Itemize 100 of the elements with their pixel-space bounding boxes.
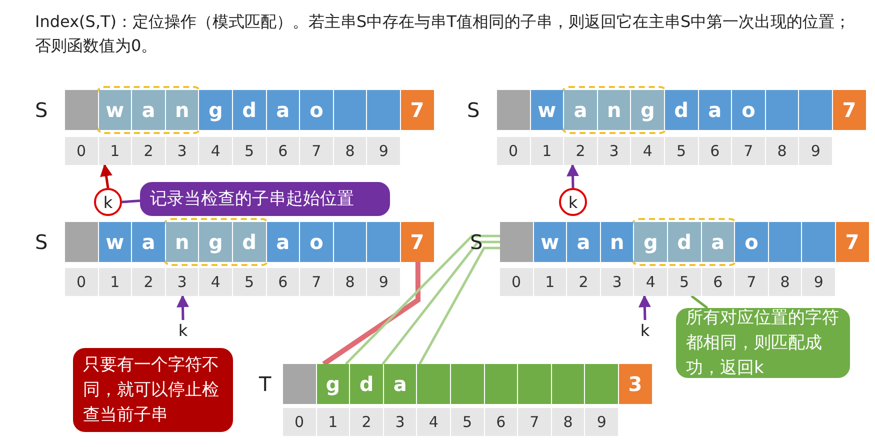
index-cell: 3 (598, 137, 630, 165)
array-cell: 3 (618, 364, 652, 404)
string-array (65, 90, 435, 130)
array-cell: o (735, 222, 768, 262)
index-cell: 2 (132, 137, 165, 165)
index-cell: 3 (166, 268, 198, 296)
index-cell: 7 (300, 137, 333, 165)
string-name-label: S (35, 98, 48, 122)
array-cell: d (232, 222, 266, 262)
index-cell: 7 (732, 137, 765, 165)
index-array (283, 408, 619, 436)
string-name-label: S (470, 230, 483, 254)
pointer-arrow (566, 164, 580, 188)
index-cell: 2 (132, 268, 165, 296)
index-cell: 4 (199, 268, 232, 296)
array-cell: a (564, 90, 597, 130)
pointer-label: k (559, 188, 587, 216)
array-cell: n (166, 222, 198, 262)
callout-bubble: 只要有一个字符不同，就可以停止检查当前子串 (73, 348, 233, 432)
index-cell: 9 (585, 408, 618, 436)
index-cell: 6 (702, 268, 734, 296)
array-cell: 7 (832, 90, 866, 130)
index-cell: 0 (497, 137, 530, 165)
index-cell: 0 (500, 268, 533, 296)
index-cell: 7 (518, 408, 551, 436)
index-cell: 3 (384, 408, 416, 436)
title-text: Index(S,T)：定位操作（模式匹配）。若主串S中存在与串T值相同的子串，则返回它在主串S中第一次出现的位置；否则函数值为0。 (35, 11, 852, 57)
index-cell: 9 (367, 268, 400, 296)
index-cell: 2 (567, 268, 600, 296)
string-name-label: T (259, 372, 272, 396)
array-cell: o (300, 222, 333, 262)
index-cell: 2 (564, 137, 597, 165)
array-cell: w (98, 90, 132, 130)
array-cell: w (534, 222, 566, 262)
index-cell: 9 (367, 137, 400, 165)
index-cell: 5 (232, 137, 266, 165)
string-array (65, 222, 435, 262)
index-cell: 6 (698, 137, 732, 165)
index-cell: 0 (283, 408, 316, 436)
index-cell: 0 (65, 268, 98, 296)
string-name-label: S (35, 230, 48, 254)
array-cell: d (232, 90, 266, 130)
array-cell: g (199, 90, 232, 130)
array-cell: n (598, 90, 630, 130)
index-cell: 4 (634, 268, 667, 296)
array-cell: a (132, 222, 165, 262)
string-array (497, 90, 867, 130)
index-cell: 5 (664, 137, 698, 165)
mismatch-line (322, 262, 420, 366)
index-cell: 9 (802, 268, 835, 296)
array-cell: n (600, 222, 634, 262)
array-cell: g (316, 364, 350, 404)
array-cell: 7 (836, 222, 869, 262)
pointer-arrow (638, 294, 651, 320)
pointer-label: k (173, 320, 193, 340)
index-cell: 3 (600, 268, 634, 296)
index-cell: 4 (417, 408, 450, 436)
string-array (500, 222, 870, 262)
index-cell: 1 (530, 137, 564, 165)
index-array (65, 137, 401, 165)
index-cell: 5 (668, 268, 701, 296)
array-cell: d (664, 90, 698, 130)
match-line (344, 234, 500, 365)
index-cell: 6 (484, 408, 518, 436)
index-array (65, 268, 401, 296)
array-cell: w (530, 90, 564, 130)
pointer-label: k (94, 188, 122, 216)
index-cell: 9 (799, 137, 832, 165)
array-cell: w (98, 222, 132, 262)
index-cell: 6 (266, 268, 300, 296)
index-cell: 8 (334, 268, 366, 296)
index-cell: 8 (768, 268, 802, 296)
index-cell: 8 (334, 137, 366, 165)
string-name-label: S (467, 98, 480, 122)
index-array (497, 137, 833, 165)
array-cell: n (166, 90, 198, 130)
array-cell: a (702, 222, 734, 262)
index-cell: 5 (232, 268, 266, 296)
match-line (382, 240, 500, 365)
pointer-arrow (100, 164, 112, 188)
array-cell: a (266, 90, 300, 130)
index-cell: 7 (300, 268, 333, 296)
index-array (500, 268, 836, 296)
array-cell: g (634, 222, 667, 262)
string-array (283, 364, 653, 404)
index-cell: 1 (534, 268, 566, 296)
index-cell: 1 (98, 137, 132, 165)
array-cell: 7 (400, 90, 434, 130)
callout-bubble: 记录当检查的子串起始位置 (140, 182, 390, 216)
array-cell: g (631, 90, 664, 130)
index-cell: 1 (316, 408, 350, 436)
match-line (418, 246, 500, 365)
array-cell: d (350, 364, 383, 404)
array-cell: a (698, 90, 732, 130)
index-cell: 7 (735, 268, 768, 296)
pointer-label: k (635, 320, 655, 340)
array-cell: a (132, 90, 165, 130)
index-cell: 1 (98, 268, 132, 296)
array-cell: g (199, 222, 232, 262)
index-cell: 3 (166, 137, 198, 165)
